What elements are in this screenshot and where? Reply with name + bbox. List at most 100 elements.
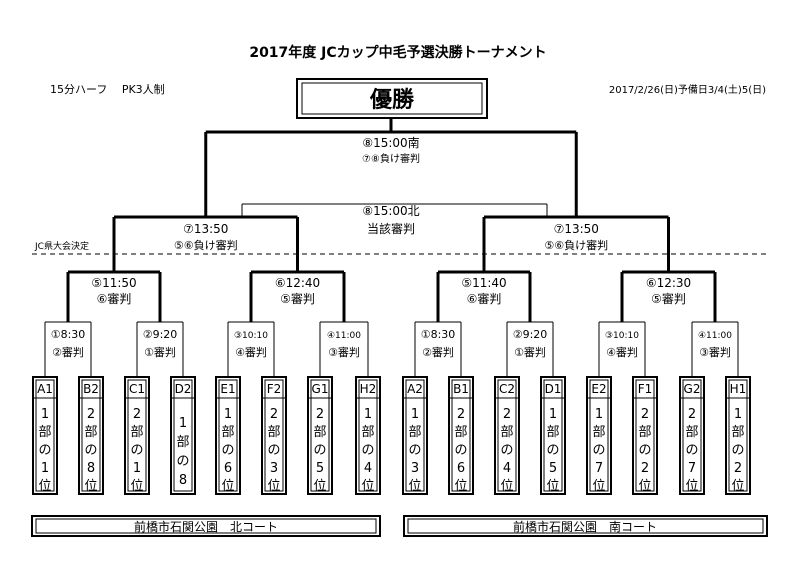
team-rank-char: の xyxy=(731,443,744,458)
champion-box: 優勝 xyxy=(296,78,488,119)
team-box-frame xyxy=(261,376,287,495)
r1-time: ②9:20 xyxy=(143,328,178,341)
team-rank-char: の xyxy=(38,443,51,458)
sf-time: ⑦13:50 xyxy=(183,222,228,236)
team-box-inner-frame xyxy=(497,379,517,492)
team-rank-char: 8 xyxy=(179,473,187,488)
team-box-inner-frame xyxy=(635,379,655,492)
team-box-frame xyxy=(124,376,150,495)
team-code: G2 xyxy=(684,382,701,396)
team-box-inner-frame xyxy=(682,379,702,492)
team-box-inner-frame xyxy=(405,379,425,492)
team-rank-char: 5 xyxy=(316,461,324,476)
team-rank-char: の xyxy=(685,443,698,458)
team-box-frame xyxy=(402,376,428,495)
match-rules: 15分ハーフ PK3人制 xyxy=(50,83,165,96)
team-rank-char: 2 xyxy=(457,407,465,422)
team-rank-char: 位 xyxy=(38,479,51,494)
r1-referee: ③審判 xyxy=(328,345,360,359)
team-rank-char: 5 xyxy=(549,461,557,476)
venue-south-label: 前橋市石関公園 南コート xyxy=(513,519,657,534)
team-rank-char: 部 xyxy=(408,425,421,440)
team-rank-char: 位 xyxy=(221,479,234,494)
team-box-frame xyxy=(632,376,658,495)
team-rank-char: 位 xyxy=(361,479,374,494)
champion-label: 優勝 xyxy=(369,88,415,113)
team-rank-char: 1 xyxy=(411,407,419,422)
team-rank-char: 位 xyxy=(731,479,744,494)
team-rank-char: の xyxy=(546,443,559,458)
team-rank-char: 位 xyxy=(408,479,421,494)
team-rank-char: の xyxy=(267,443,280,458)
r1-referee: ①審判 xyxy=(514,345,546,359)
team-rank-char: 位 xyxy=(130,479,143,494)
r1-time: ①8:30 xyxy=(421,328,456,341)
team-box-inner-frame xyxy=(35,379,55,492)
team-rank-char: の xyxy=(361,443,374,458)
team-code: D2 xyxy=(175,382,192,396)
team-rank-char: 部 xyxy=(313,425,326,440)
team-boxes: A11部の1位B22部の8位C12部の1位D21部の8E11部の6位F22部の3… xyxy=(32,376,751,495)
team-code: E1 xyxy=(220,382,235,396)
team-code: C2 xyxy=(499,382,515,396)
team-code: B1 xyxy=(453,382,469,396)
team-code: F1 xyxy=(638,382,653,396)
team-rank-char: 4 xyxy=(364,461,372,476)
team-code: H2 xyxy=(360,382,377,396)
team-rank-char: 8 xyxy=(87,461,95,476)
team-rank-char: 6 xyxy=(457,461,465,476)
match-dates: 2017/2/26(日)予備日3/4(土)5(日) xyxy=(609,83,766,96)
final-referee: ⑦⑧負け審判 xyxy=(362,152,420,165)
team-rank-char: 6 xyxy=(224,461,232,476)
venue-bar-south: 前橋市石関公園 南コート xyxy=(403,515,768,537)
team-rank-char: 1 xyxy=(133,461,141,476)
team-rank-char: 部 xyxy=(685,425,698,440)
team-rank-char: 1 xyxy=(734,407,742,422)
jc-qualification-label: JC県大会決定 xyxy=(34,240,89,252)
team-rank-char: 部 xyxy=(500,425,513,440)
team-rank-char: 2 xyxy=(133,407,141,422)
team-rank-char: 位 xyxy=(267,479,280,494)
r1-time: ④11:00 xyxy=(698,331,732,341)
r1-time: ②9:20 xyxy=(513,328,548,341)
r1-time: ③10:10 xyxy=(234,331,268,341)
team-rank-char: 1 xyxy=(549,407,557,422)
team-code: A2 xyxy=(407,382,423,396)
team-rank-char: 7 xyxy=(688,461,696,476)
team-rank-char: 部 xyxy=(38,425,51,440)
team-box-frame xyxy=(679,376,705,495)
team-code: G1 xyxy=(312,382,329,396)
team-rank-char: 部 xyxy=(592,425,605,440)
team-rank-char: 部 xyxy=(221,425,234,440)
team-rank-char: 位 xyxy=(500,479,513,494)
team-rank-char: 位 xyxy=(454,479,467,494)
qf-time: ⑤11:40 xyxy=(461,276,506,290)
team-rank-char: 位 xyxy=(84,479,97,494)
team-rank-char: 1 xyxy=(179,416,187,431)
team-box-inner-frame xyxy=(543,379,563,492)
team-rank-char: 3 xyxy=(270,461,278,476)
team-rank-char: の xyxy=(221,443,234,458)
match-labels: ⑧15:00南⑦⑧負け審判⑧15:00北当該審判⑦13:50⑤⑥負け審判⑦13:… xyxy=(51,135,733,359)
venue-north-label: 前橋市石関公園 北コート xyxy=(134,519,278,534)
team-rank-char: 部 xyxy=(546,425,559,440)
team-box-frame xyxy=(586,376,612,495)
sf-referee: ⑤⑥負け審判 xyxy=(544,238,608,252)
qf-time: ⑤11:50 xyxy=(91,276,136,290)
team-box-inner-frame xyxy=(728,379,748,492)
page-title: 2017年度 JCカップ中毛予選決勝トーナメント xyxy=(249,44,546,61)
team-rank-char: 2 xyxy=(503,407,511,422)
r1-time: ③10:10 xyxy=(605,331,639,341)
team-rank-char: 2 xyxy=(87,407,95,422)
r1-referee: ②審判 xyxy=(422,345,454,359)
qf-referee: ⑥審判 xyxy=(97,291,132,306)
